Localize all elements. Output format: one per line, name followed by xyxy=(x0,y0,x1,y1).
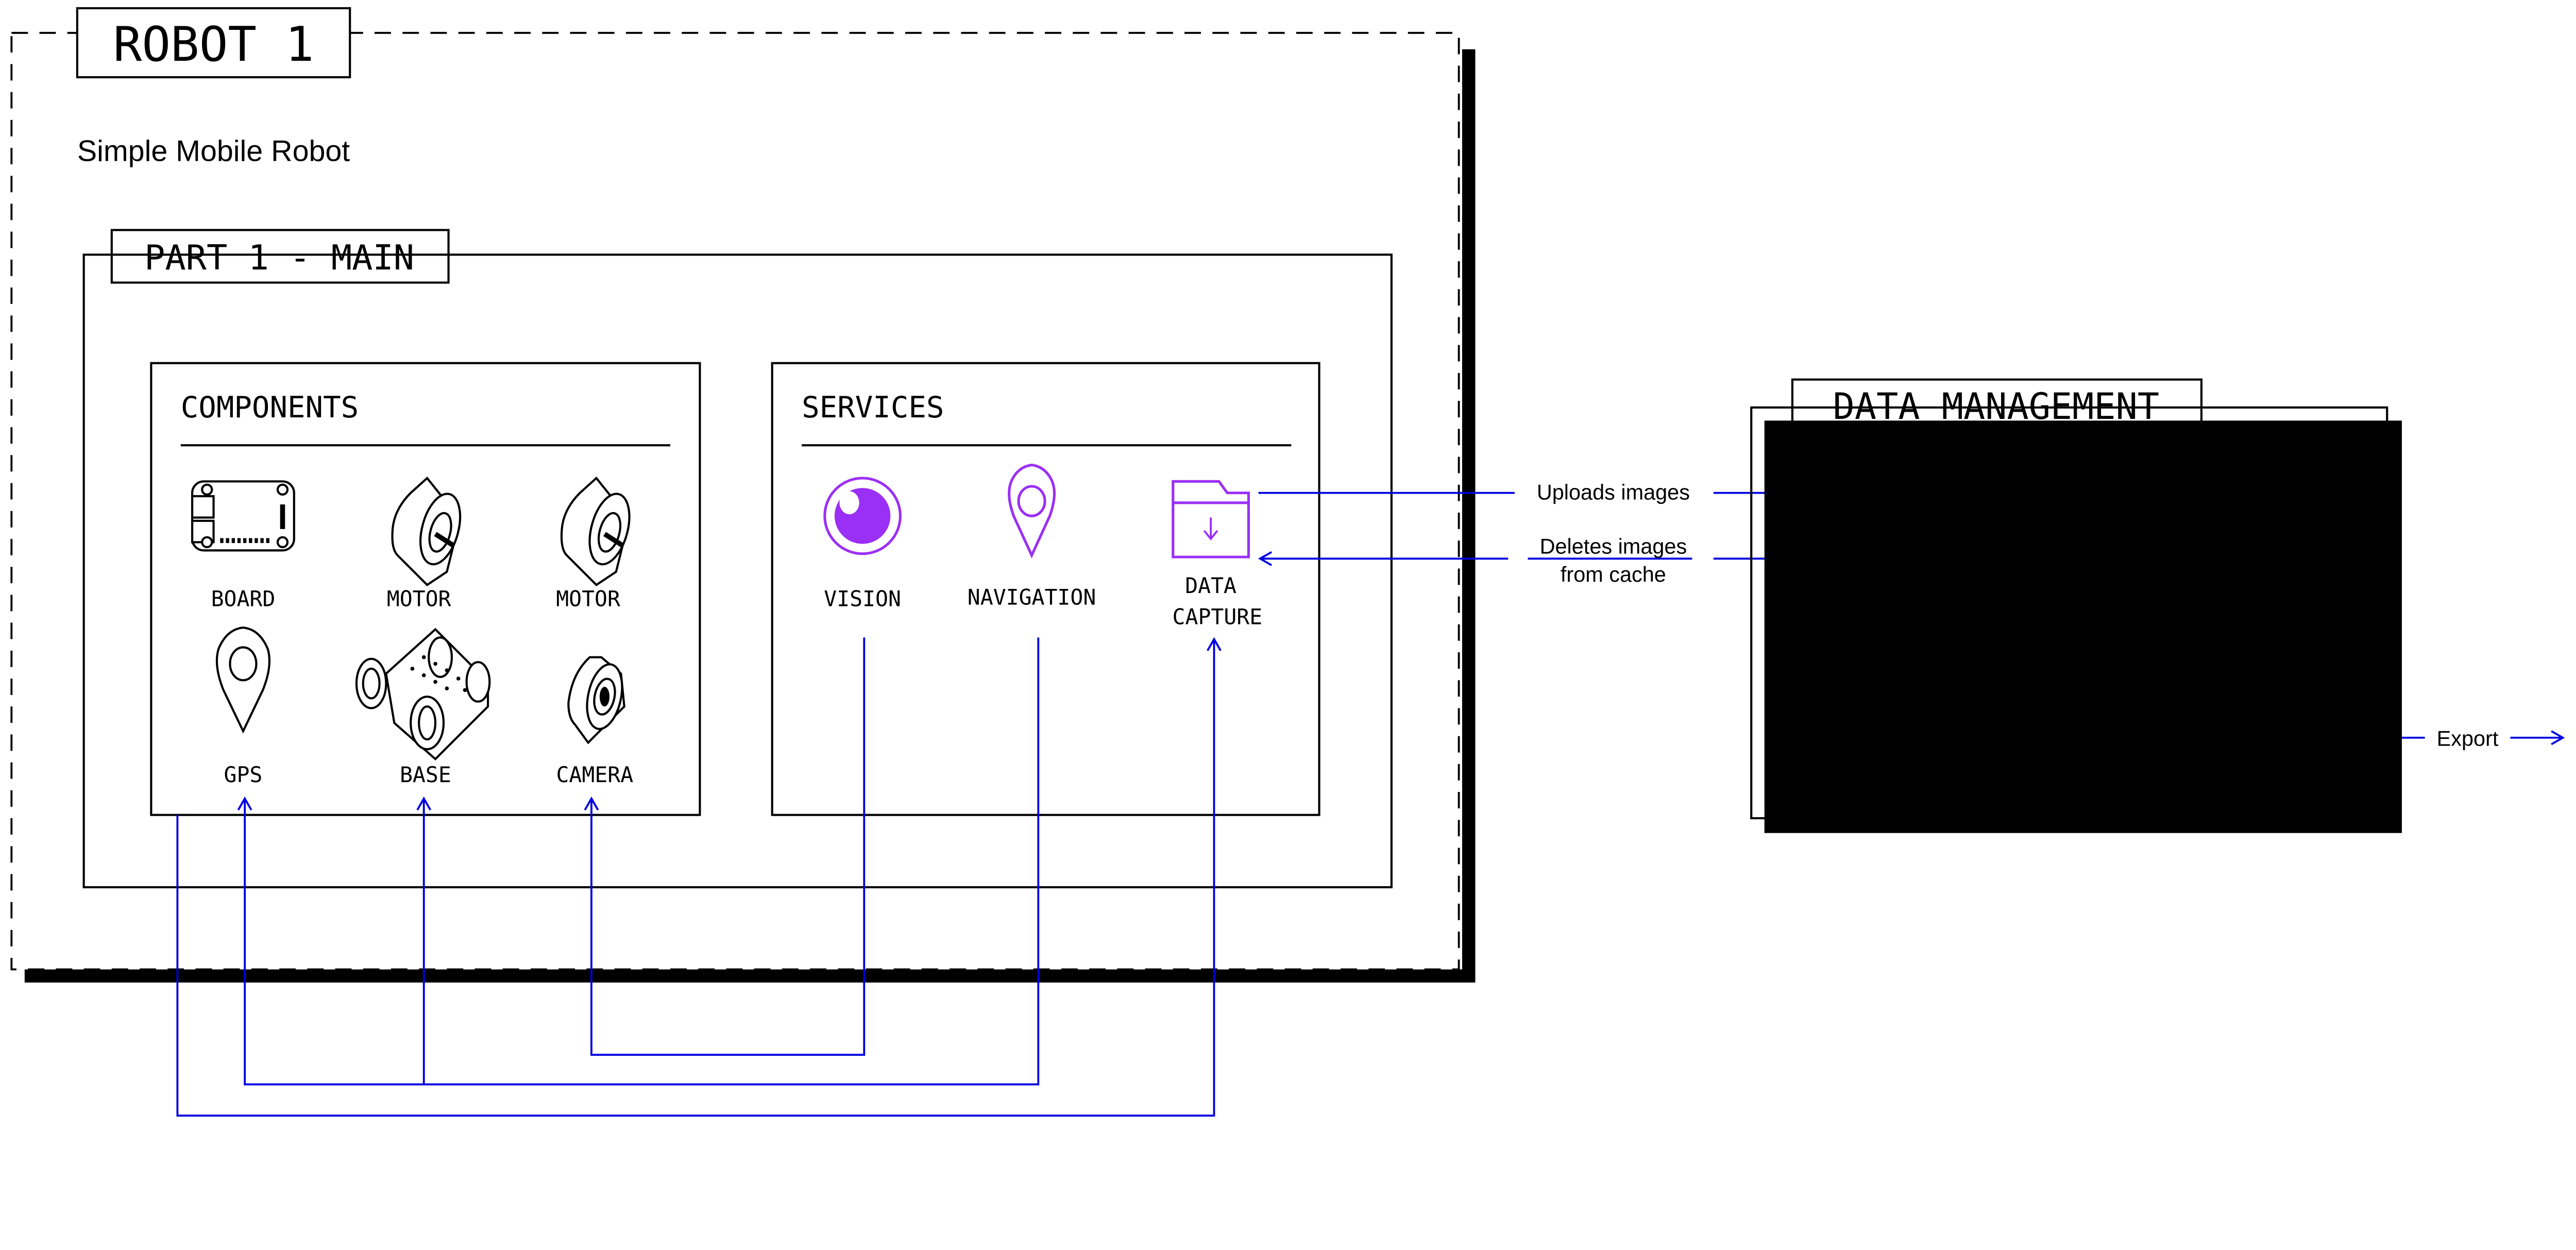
data-storage-box[interactable] xyxy=(1788,483,2351,577)
component-label-motor: MOTOR xyxy=(387,587,451,612)
component-label-motor: MOTOR xyxy=(556,587,620,612)
data-management-title: DATA MANAGEMENT xyxy=(1833,385,2159,428)
camera-icon xyxy=(567,656,625,745)
rover-base-icon xyxy=(355,628,491,761)
eye-icon xyxy=(823,477,902,555)
board-icon xyxy=(191,480,295,552)
robot-title: ROBOT 1 xyxy=(113,16,314,72)
edge-label-deletes-1: Deletes images xyxy=(1540,534,1687,559)
connector-navigation-to-gps xyxy=(237,637,1040,1086)
labeling-box[interactable] xyxy=(1788,689,2351,779)
edge-label-export: Export xyxy=(2437,727,2499,751)
connector-components-to-data-capture xyxy=(176,637,1222,1117)
map-pin-icon xyxy=(215,627,270,734)
component-label-board: BOARD xyxy=(211,587,276,612)
motor-icon xyxy=(391,476,462,586)
components-panel: COMPONENTS xyxy=(150,362,701,816)
robot-subtitle: Simple Mobile Robot xyxy=(77,135,350,168)
services-panel: SERVICES VISION NAVIGATION DATA CAPTURE xyxy=(771,362,1320,816)
service-label-data-capture-1: DATA xyxy=(1185,573,1236,598)
labeling-label: LABELING xyxy=(1985,714,2151,754)
robot-architecture-diagram: ROBOT 1 Simple Mobile Robot PART 1 - MAI… xyxy=(10,7,2576,1117)
data-management-title-box xyxy=(1791,378,2203,432)
service-label-navigation: NAVIGATION xyxy=(968,585,1096,610)
robot-title-box xyxy=(76,7,351,78)
map-pin-icon xyxy=(1008,463,1056,559)
services-title: SERVICES xyxy=(802,390,944,425)
service-label-vision: VISION xyxy=(824,587,901,612)
data-storage-label: DATA STORAGE xyxy=(1944,510,2193,550)
components-title: COMPONENTS xyxy=(181,390,359,425)
edge-label-uploads: Uploads images xyxy=(1537,480,1690,504)
part-title-box xyxy=(110,229,450,284)
folder-download-icon xyxy=(1172,480,1250,559)
component-label-base: BASE xyxy=(400,763,451,787)
service-label-data-capture-2: CAPTURE xyxy=(1173,605,1263,630)
part-title: PART 1 - MAIN xyxy=(144,238,414,278)
motor-icon xyxy=(560,476,631,586)
part-main: PART 1 - MAIN xyxy=(82,229,1393,889)
data-management-panel: DATA MANAGEMENT DATA STORAGE LABELING xyxy=(1750,378,2402,833)
connector-vision-to-camera xyxy=(584,637,866,1056)
edge-label-deletes-2: from cache xyxy=(1561,562,1666,586)
component-label-camera: CAMERA xyxy=(556,763,633,787)
robot-frame: ROBOT 1 Simple Mobile Robot xyxy=(10,7,1476,983)
component-label-gps: GPS xyxy=(224,763,263,787)
